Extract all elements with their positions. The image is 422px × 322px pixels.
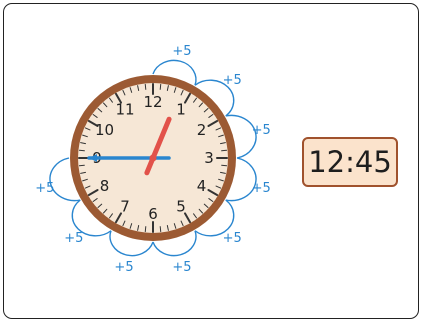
- minute-tick: [80, 142, 87, 145]
- minute-tick: [122, 89, 126, 96]
- hour-tick: [87, 189, 99, 196]
- hour-tick: [207, 189, 219, 196]
- increment-label: +5: [252, 181, 271, 196]
- minute-tick: [144, 226, 147, 233]
- hour-hand: [144, 116, 172, 176]
- minute-tick: [92, 114, 98, 118]
- minute-tick: [80, 171, 87, 174]
- minute-tick: [219, 171, 226, 174]
- minute-tick: [218, 134, 224, 138]
- increment-arc: [152, 230, 197, 257]
- hour-tick: [184, 92, 191, 104]
- minute-tick: [208, 114, 214, 118]
- minute-tick: [82, 134, 88, 138]
- minute-tick: [203, 203, 209, 209]
- clock-number: 2: [197, 121, 207, 139]
- minute-tick: [159, 226, 162, 233]
- increment-arc: [225, 157, 257, 202]
- minute-tick: [84, 127, 91, 131]
- hour-tick: [87, 120, 99, 127]
- hour-tick: [207, 120, 219, 127]
- minute-tick: [198, 208, 204, 214]
- minute-tick: [129, 223, 133, 229]
- minute-increment-arcs: [49, 59, 257, 257]
- clock-number: 8: [100, 177, 110, 195]
- minute-tick: [102, 102, 108, 108]
- minute-tick: [193, 213, 197, 219]
- minute-tick: [180, 220, 184, 227]
- minute-tick: [218, 178, 224, 182]
- minute-tick: [221, 149, 228, 152]
- minute-tick: [129, 87, 133, 93]
- clock-number: 4: [197, 177, 207, 195]
- hour-tick: [184, 212, 191, 224]
- increment-label: +5: [172, 260, 191, 275]
- minute-tick: [173, 87, 177, 93]
- minute-tick: [137, 224, 140, 231]
- clock-hands: [87, 116, 172, 176]
- minute-tick: [198, 102, 204, 108]
- minute-tick: [203, 107, 209, 113]
- increment-label: +5: [172, 44, 191, 59]
- minute-tick: [144, 83, 147, 90]
- clock-number: 10: [95, 121, 114, 139]
- minute-tick: [82, 178, 88, 182]
- increment-arc: [152, 59, 197, 86]
- minute-tick: [97, 203, 103, 209]
- increment-label: +5: [252, 123, 271, 138]
- increment-label: +5: [64, 231, 83, 246]
- increment-label: +5: [223, 73, 242, 88]
- increment-arc: [194, 199, 235, 237]
- increment-arc: [225, 114, 257, 159]
- increment-arc: [71, 199, 112, 237]
- minute-tick: [102, 208, 108, 214]
- digital-time: 12:45: [308, 145, 392, 179]
- increment-arc: [109, 230, 154, 257]
- hand-pivot: [149, 154, 157, 162]
- increment-label: +5: [35, 181, 54, 196]
- minute-tick: [109, 213, 113, 219]
- minute-tick: [92, 198, 98, 202]
- clock-number: 7: [120, 197, 130, 215]
- minute-tick: [215, 185, 222, 189]
- increment-arc: [49, 157, 81, 202]
- minute-tick: [159, 83, 162, 90]
- minute-tick: [78, 149, 85, 152]
- minute-tick: [221, 164, 228, 167]
- minute-tick: [219, 142, 226, 145]
- clock-number: 12: [143, 93, 162, 111]
- minute-tick: [166, 224, 169, 231]
- hour-tick: [115, 92, 122, 104]
- increment-label: +5: [223, 231, 242, 246]
- clock-number: 1: [176, 101, 186, 119]
- minute-tick: [97, 107, 103, 113]
- minute-tick: [215, 127, 222, 131]
- increment-label: +5: [114, 260, 133, 275]
- minute-hand-tip: [89, 154, 97, 162]
- minute-tick: [173, 223, 177, 229]
- increment-labels: +5 +5 +5 +5 +5 +5 +5 +5 +5: [35, 44, 271, 275]
- minute-tick: [137, 85, 140, 92]
- minute-tick: [193, 97, 197, 103]
- minute-tick: [208, 198, 214, 202]
- minute-tick: [109, 97, 113, 103]
- minute-tick: [122, 220, 126, 227]
- minute-tick: [180, 89, 184, 96]
- digital-clock: 12:45: [302, 137, 398, 187]
- hour-tick: [115, 212, 122, 224]
- minute-tick: [78, 164, 85, 167]
- clock-ticks: [78, 83, 228, 233]
- increment-arc: [194, 79, 235, 117]
- clock-number: 6: [148, 205, 158, 223]
- clock-number: 5: [176, 197, 186, 215]
- minute-tick: [84, 185, 91, 189]
- minute-tick: [166, 85, 169, 92]
- clock-number: 11: [115, 101, 134, 119]
- clock-number: 3: [204, 149, 214, 167]
